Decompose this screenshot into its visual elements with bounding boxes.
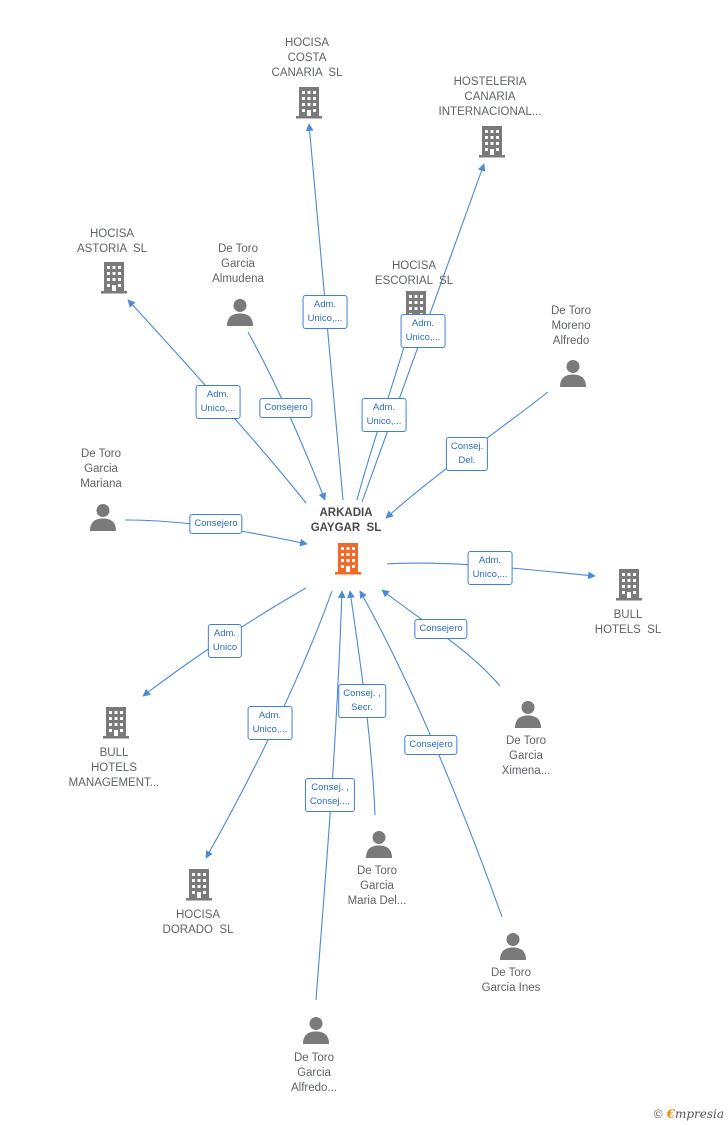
node-label-ximena[interactable]: De Toro Garcia Ximena... [501,735,551,777]
edge-label-alfredo[interactable]: Consej. , Consej.... [304,778,356,812]
edge-alfredo [315,590,346,1001]
node-label-alfredo[interactable]: De Toro Garcia Alfredo... [290,1052,338,1094]
person-icon-almudena[interactable] [227,299,253,326]
edge-label-maria[interactable]: Consej. , Secr. [338,684,386,718]
edge-label-ines[interactable]: Consejero [404,735,458,755]
edge-label-bull[interactable]: Adm. Unico,... [467,551,513,585]
edge-label-moreno[interactable]: Consej. Del. [445,437,489,471]
building-icon-bull-hotels[interactable] [616,569,642,601]
copyright-icon: © [653,1107,663,1121]
edge-label-hosteleria[interactable]: Adm. Unico,... [400,314,446,348]
person-icon-moreno-alfredo[interactable] [560,360,586,387]
node-label-center[interactable]: ARKADIA GAYGAR SL [310,507,382,534]
building-icon-bull-hotels-management[interactable] [103,707,129,739]
edge-label-mariana[interactable]: Consejero [189,514,243,534]
edge-label-almudena[interactable]: Consejero [259,398,313,418]
person-icon-mariana[interactable] [90,504,116,531]
node-label-hocisa-dorado[interactable]: HOCISA DORADO SL [162,909,234,936]
edge-almudena [247,331,327,501]
node-label-moreno-alfredo[interactable]: De Toro Moreno Alfredo [550,305,592,347]
empresia-logo: €mpresia [666,1107,724,1121]
building-icon-hocisa-astoria[interactable] [101,262,127,294]
building-icon-center[interactable] [335,543,361,575]
edge-label-dorado[interactable]: Adm. Unico,... [247,706,293,740]
node-label-almudena[interactable]: De Toro Garcia Almudena [212,243,264,285]
node-label-bull-hotels-management[interactable]: BULL HOTELS MANAGEMENT... [68,747,160,789]
edge-label-costa[interactable]: Adm. Unico,... [302,295,348,329]
node-label-hocisa-escorial[interactable]: HOCISA ESCORIAL SL [374,260,454,287]
node-label-ines[interactable]: De Toro Garcia Ines [481,967,541,994]
building-icon-hocisa-costa-canaria[interactable] [296,87,322,119]
copyright-footer: © €mpresia [654,1107,724,1121]
person-icon-maria[interactable] [366,831,392,858]
node-label-hosteleria-canaria[interactable]: HOSTELERIA CANARIA INTERNACIONAL... [438,76,542,118]
edge-astoria [127,299,307,504]
node-label-bull-hotels[interactable]: BULL HOTELS SL [594,609,662,636]
node-label-mariana[interactable]: De Toro Garcia Mariana [80,448,122,490]
edge-label-escorial[interactable]: Adm. Unico,... [361,398,407,432]
person-icon-ines[interactable] [500,933,526,960]
edge-label-astoria[interactable]: Adm. Unico,... [195,385,241,419]
edge-label-bullmgmt[interactable]: Adm. Unico [207,624,243,658]
node-label-maria[interactable]: De Toro Garcia Maria Del... [347,865,407,907]
node-label-hocisa-astoria[interactable]: HOCISA ASTORIA SL [76,228,148,255]
person-icon-alfredo[interactable] [303,1017,329,1044]
node-label-hocisa-costa-canaria[interactable]: HOCISA COSTA CANARIA SL [271,37,343,79]
building-icon-hocisa-dorado[interactable] [186,869,212,901]
person-icon-ximena[interactable] [515,701,541,728]
edge-label-ximena[interactable]: Consejero [414,619,468,639]
building-icon-hosteleria-canaria[interactable] [479,126,505,158]
